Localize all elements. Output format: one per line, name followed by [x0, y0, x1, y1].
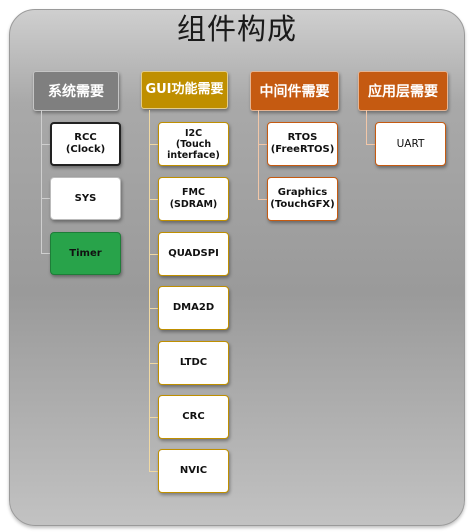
component-box: QUADSPI: [158, 232, 229, 276]
connector-system: [41, 110, 51, 254]
component-box: FMC (SDRAM): [158, 177, 229, 221]
component-box: LTDC: [158, 341, 229, 385]
component-box: UART: [375, 122, 446, 166]
connector-middleware: [258, 110, 268, 200]
column-header-middleware: 中间件需要: [250, 71, 339, 111]
component-box: DMA2D: [158, 286, 229, 330]
component-box-highlighted: Timer: [50, 232, 121, 275]
diagram-title: 组件构成: [176, 12, 297, 46]
column-header-system: 系统需要: [33, 71, 119, 111]
component-box: RTOS (FreeRTOS): [267, 122, 338, 166]
connector-application: [366, 110, 376, 145]
component-box: RCC (Clock): [50, 122, 121, 166]
component-box: I2C (Touch interface): [158, 122, 229, 166]
connector-gui: [149, 110, 159, 472]
component-box: Graphics (TouchGFX): [267, 177, 338, 221]
column-header-application: 应用层需要: [358, 71, 448, 111]
component-box: NVIC: [158, 449, 229, 493]
column-header-gui: GUI功能需要: [141, 71, 228, 109]
component-box: SYS: [50, 177, 121, 220]
component-box: CRC: [158, 395, 229, 439]
